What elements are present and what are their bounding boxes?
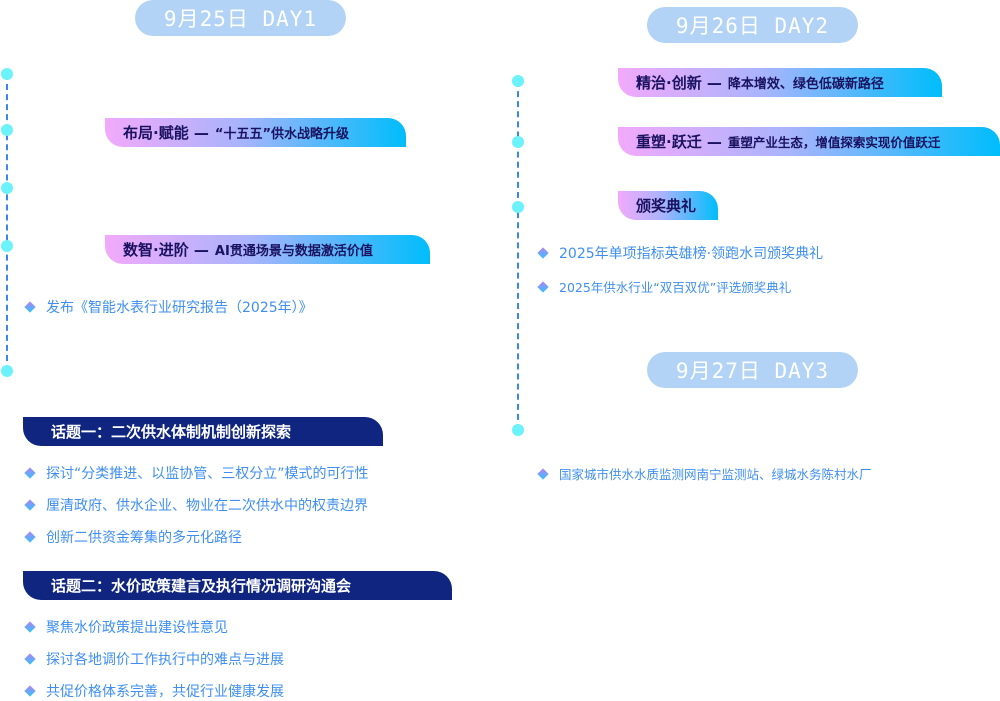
item-text: 创新二供资金筹集的多元化路径 <box>46 530 242 546</box>
timeline-dot <box>1 182 13 194</box>
session-tag: 颁奖典礼 <box>618 191 718 220</box>
item-text: 厘清政府、供水企业、物业在二次供水中的权责边界 <box>46 498 368 514</box>
tag-title: 颁奖典礼 <box>636 197 697 215</box>
timeline-dot <box>1 124 13 136</box>
tag-subtitle: AI贯通场景与数据激活价值 <box>214 244 373 259</box>
list-item: 厘清政府、供水企业、物业在二次供水中的权责边界 <box>24 495 368 515</box>
item-text: 探讨“分类推进、以监协管、三权分立”模式的可行性 <box>46 466 369 482</box>
diamond-icon <box>537 467 549 480</box>
day3-pill: 9月27日 DAY3 <box>647 352 858 388</box>
diamond-icon <box>24 685 36 697</box>
tag-title: 布局·赋能 — <box>123 124 209 142</box>
diamond-icon <box>24 499 36 511</box>
list-item: 2025年供水行业“双百双优”评选颁奖典礼 <box>537 277 792 296</box>
timeline-dot <box>1 240 13 252</box>
timeline-dot <box>1 365 13 377</box>
item-text: 发布《智能水表行业研究报告（2025年）》 <box>46 300 313 316</box>
timeline-right <box>517 81 519 430</box>
item-text: 国家城市供水水质监测网南宁监测站、绿城水务陈村水厂 <box>559 467 872 482</box>
list-item: 共促价格体系完善，共促行业健康发展 <box>24 681 284 701</box>
day2-pill: 9月26日 DAY2 <box>647 7 858 43</box>
item-text: 2025年单项指标英雄榜·领跑水司颁奖典礼 <box>559 246 824 262</box>
list-item: 发布《智能水表行业研究报告（2025年）》 <box>24 297 313 317</box>
topic-banner: 话题二：水价政策建言及执行情况调研沟通会 <box>23 571 452 600</box>
item-text: 聚焦水价政策提出建设性意见 <box>46 620 228 636</box>
session-tag: 精治·创新 — 降本增效、绿色低碳新路径 <box>618 68 942 97</box>
tag-title: 重塑·跃迁 — <box>636 133 722 151</box>
timeline-dot <box>512 75 524 87</box>
diamond-icon <box>24 621 36 633</box>
item-text: 2025年供水行业“双百双优”评选颁奖典礼 <box>559 280 792 295</box>
list-item: 聚焦水价政策提出建设性意见 <box>24 617 228 637</box>
session-tag: 布局·赋能 — “十五五”供水战略升级 <box>105 118 406 147</box>
list-item: 国家城市供水水质监测网南宁监测站、绿城水务陈村水厂 <box>537 464 872 483</box>
tag-subtitle: 降本增效、绿色低碳新路径 <box>727 77 884 92</box>
topic-banner: 话题一：二次供水体制机制创新探索 <box>23 417 383 446</box>
diamond-icon <box>537 247 549 259</box>
timeline-dot <box>1 68 13 80</box>
list-item: 探讨各地调价工作执行中的难点与进展 <box>24 649 284 669</box>
diamond-icon <box>24 531 36 543</box>
session-tag: 重塑·跃迁 — 重塑产业生态，增值探索实现价值跃迁 <box>618 127 1000 156</box>
tag-title: 精治·创新 — <box>636 74 722 92</box>
day1-pill: 9月25日 DAY1 <box>135 0 346 36</box>
item-text: 共促价格体系完善，共促行业健康发展 <box>46 684 284 700</box>
timeline-dot <box>512 136 524 148</box>
tag-title: 数智·进阶 — <box>123 241 209 259</box>
timeline-dot <box>512 424 524 436</box>
session-tag: 数智·进阶 — AI贯通场景与数据激活价值 <box>105 235 430 264</box>
diamond-icon <box>24 653 36 665</box>
diamond-icon <box>24 467 36 479</box>
tag-subtitle: 重塑产业生态，增值探索实现价值跃迁 <box>727 135 941 150</box>
list-item: 探讨“分类推进、以监协管、三权分立”模式的可行性 <box>24 463 369 483</box>
item-text: 探讨各地调价工作执行中的难点与进展 <box>46 652 284 668</box>
diamond-icon <box>537 280 549 293</box>
timeline-dot <box>512 201 524 213</box>
list-item: 2025年单项指标英雄榜·领跑水司颁奖典礼 <box>537 243 824 263</box>
tag-subtitle: “十五五”供水战略升级 <box>214 127 350 142</box>
diamond-icon <box>24 301 36 313</box>
timeline-left <box>6 74 8 371</box>
list-item: 创新二供资金筹集的多元化路径 <box>24 527 242 547</box>
